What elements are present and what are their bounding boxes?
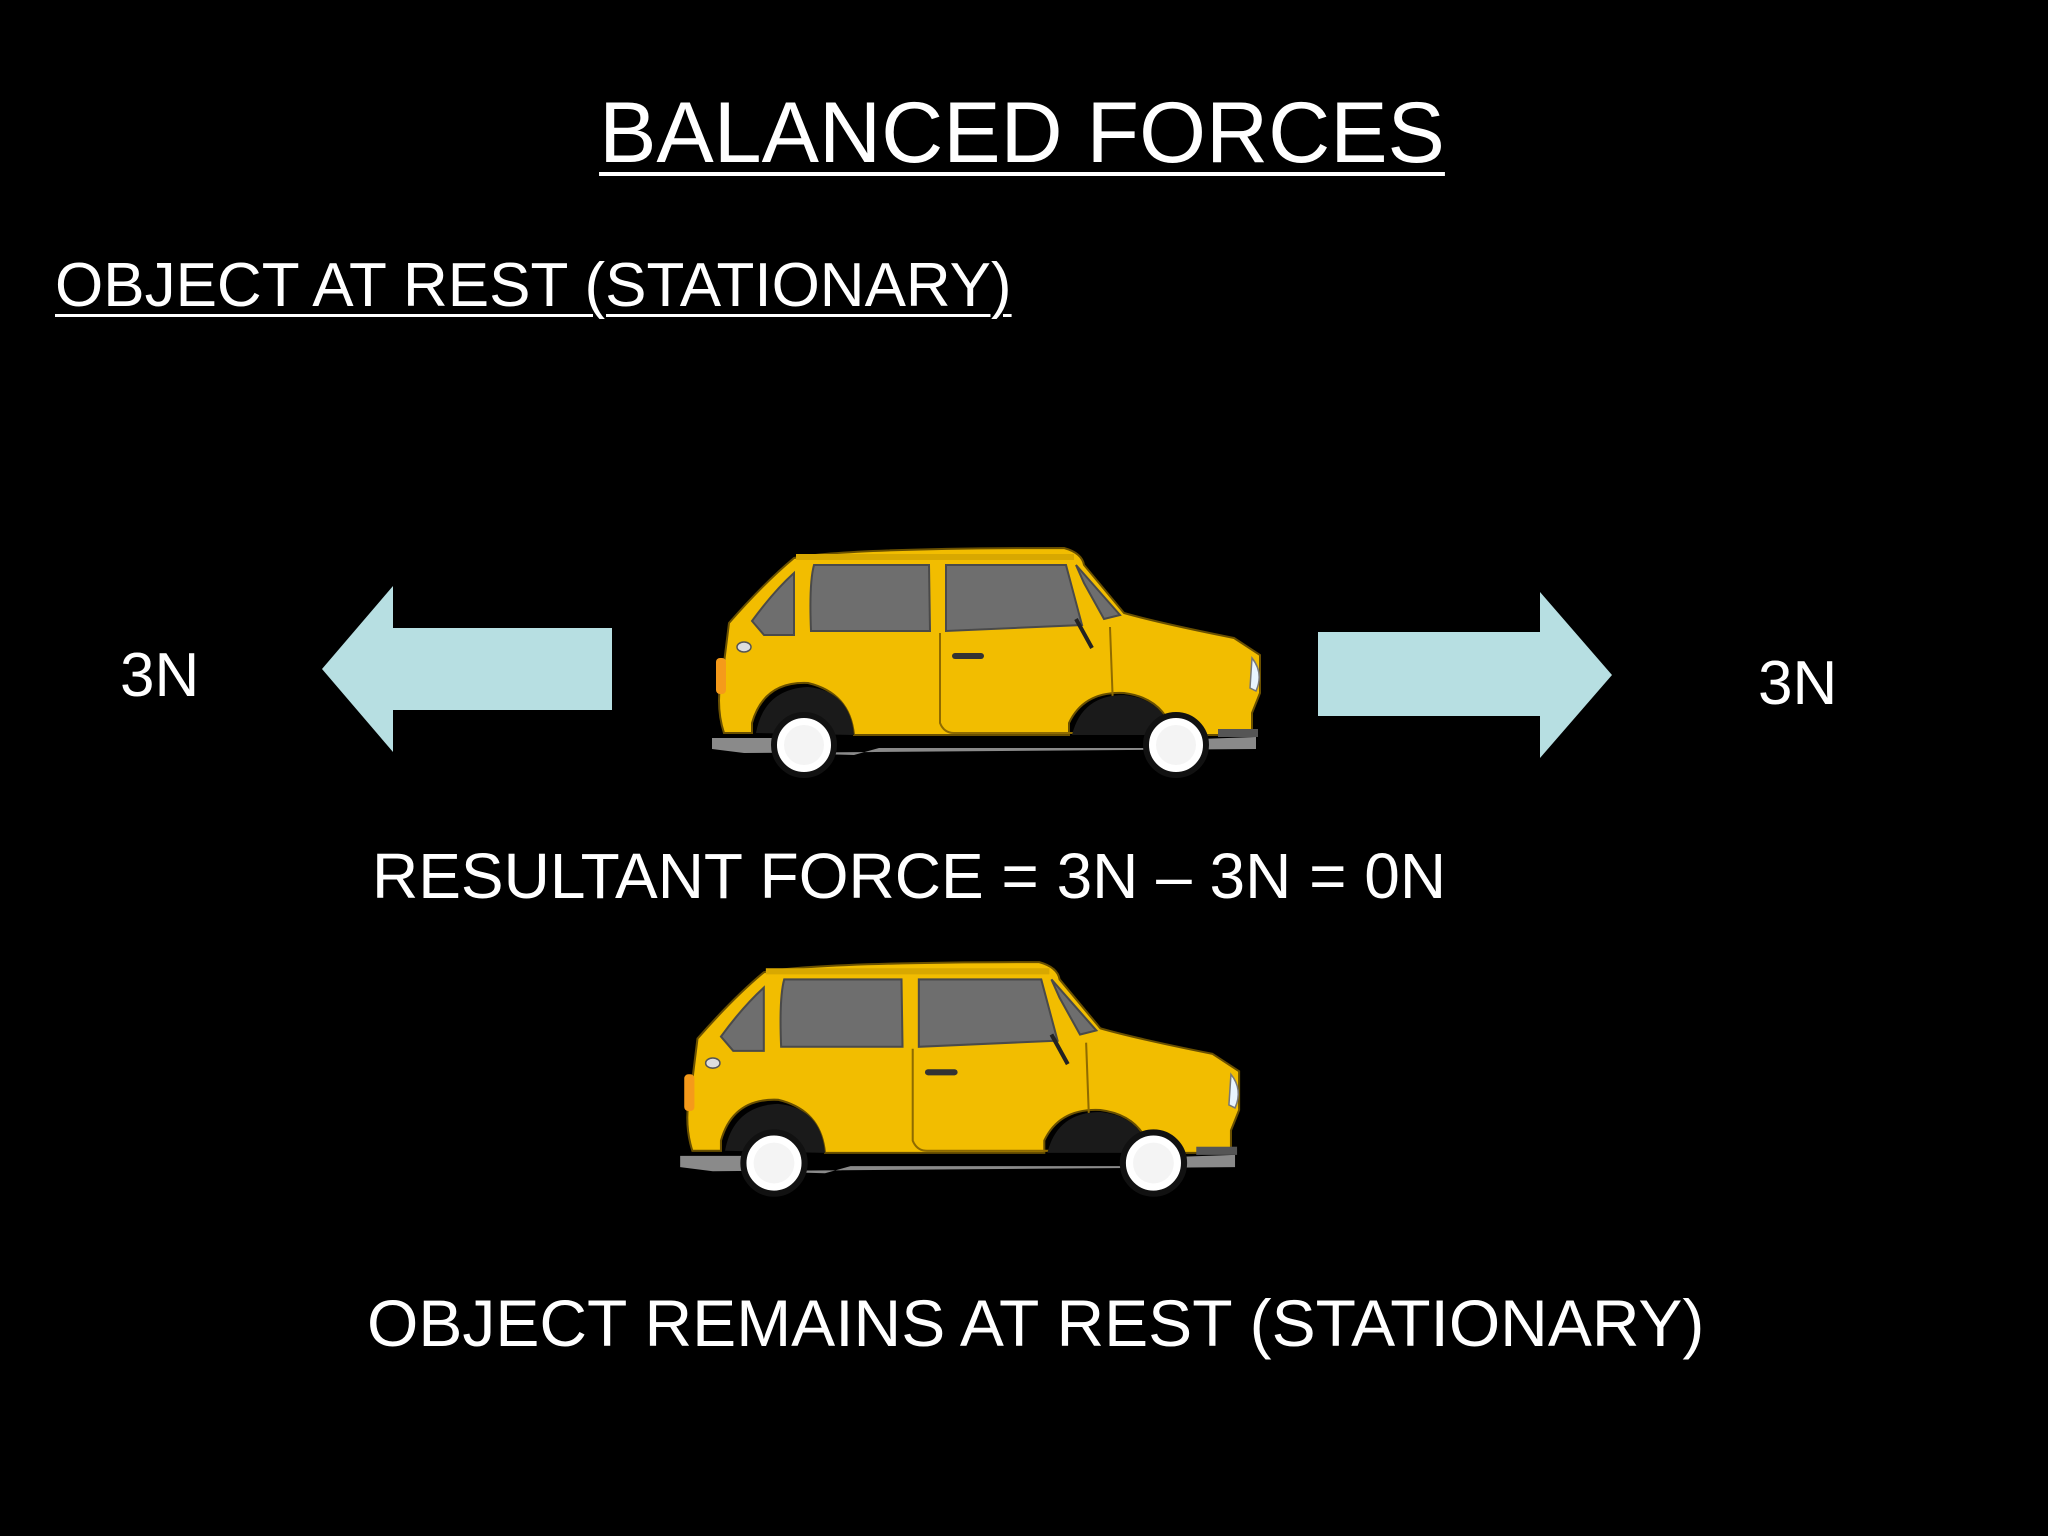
car-body-group-bottom	[680, 961, 1241, 1197]
slide-title: BALANCED FORCES	[0, 90, 2048, 176]
slide-title-text: BALANCED FORCES	[599, 85, 1445, 181]
slide-subtitle: OBJECT AT REST (STATIONARY)	[55, 251, 1012, 320]
right-force-label: 3N	[1758, 649, 1838, 718]
car-bottom	[680, 961, 1241, 1197]
right-arrow-shape	[1318, 592, 1612, 758]
left-force-arrow	[322, 586, 612, 752]
car-body-group	[712, 546, 1261, 778]
left-force-label: 3N	[120, 641, 200, 710]
conclusion-text: OBJECT REMAINS AT REST (STATIONARY)	[367, 1286, 1705, 1360]
car-top	[712, 546, 1261, 778]
right-force-arrow	[1318, 592, 1612, 758]
left-arrow-shape	[322, 586, 612, 752]
resultant-force-text: RESULTANT FORCE = 3N – 3N = 0N	[372, 840, 1447, 912]
